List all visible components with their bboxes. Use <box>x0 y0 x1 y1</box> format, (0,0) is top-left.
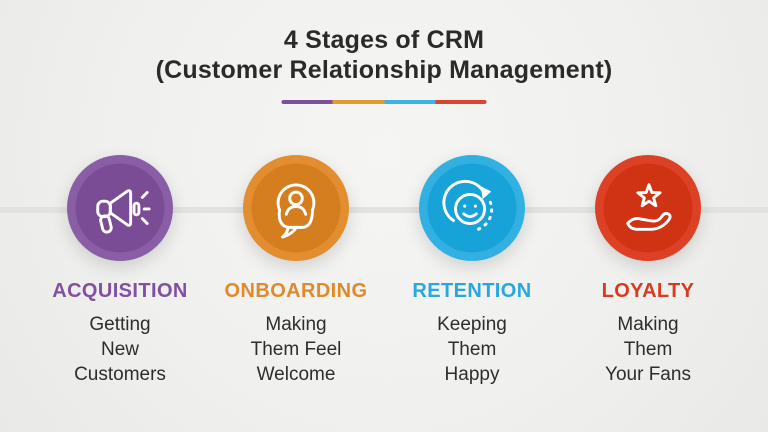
stage-acquisition: ACQUISITION Getting New Customers <box>32 155 208 387</box>
title-divider <box>281 100 487 104</box>
stage-circle-inner <box>603 163 693 253</box>
stage-retention: RETENTION Keeping Them Happy <box>384 155 560 387</box>
stage-description: Keeping Them Happy <box>384 312 560 387</box>
stage-description: Getting New Customers <box>32 312 208 387</box>
smiley-refresh-icon <box>442 180 494 232</box>
stage-desc-line: Customers <box>74 364 166 385</box>
stage-circle <box>419 155 525 261</box>
hand-star-icon <box>626 183 672 231</box>
divider-segment-blue <box>384 100 436 104</box>
timeline-connector <box>0 207 768 213</box>
divider-segment-orange <box>332 100 384 104</box>
title-line-1: 4 Stages of CRM <box>283 26 485 54</box>
divider-segment-red <box>435 100 487 104</box>
page-title: 4 Stages of CRM (Customer Relationship M… <box>0 25 768 85</box>
stage-description: Making Them Your Fans <box>560 312 736 387</box>
stage-desc-line: New <box>100 339 139 360</box>
stage-description: Making Them Feel Welcome <box>208 312 384 387</box>
stage-desc-line: Them <box>447 339 497 360</box>
person-speech-bubble-icon <box>276 183 316 239</box>
stage-circle <box>67 155 173 261</box>
stage-loyalty: LOYALTY Making Them Your Fans <box>560 155 736 387</box>
stage-desc-line: Happy <box>444 364 500 385</box>
stage-name: ACQUISITION <box>52 280 188 302</box>
stage-desc-line: Making <box>265 314 327 335</box>
megaphone-icon <box>96 189 151 234</box>
title-line-2: (Customer Relationship Management) <box>155 56 613 84</box>
stages-row: ACQUISITION Getting New Customers ONBOAR… <box>32 155 736 387</box>
stage-desc-line: Your Fans <box>605 364 691 385</box>
stage-circle-inner <box>427 163 517 253</box>
stage-desc-line: Making <box>617 314 679 335</box>
divider-segment-purple <box>281 100 333 104</box>
stage-desc-line: Welcome <box>256 364 336 385</box>
stage-circle <box>595 155 701 261</box>
stage-desc-line: Them <box>623 339 673 360</box>
stage-onboarding: ONBOARDING Making Them Feel Welcome <box>208 155 384 387</box>
stage-desc-line: Keeping <box>437 314 507 335</box>
stage-circle <box>243 155 349 261</box>
stage-name: ONBOARDING <box>224 280 368 302</box>
stage-desc-line: Getting <box>89 314 151 335</box>
stage-desc-line: Them Feel <box>250 339 342 360</box>
stage-name: RETENTION <box>412 280 532 302</box>
stage-name: LOYALTY <box>601 280 695 302</box>
